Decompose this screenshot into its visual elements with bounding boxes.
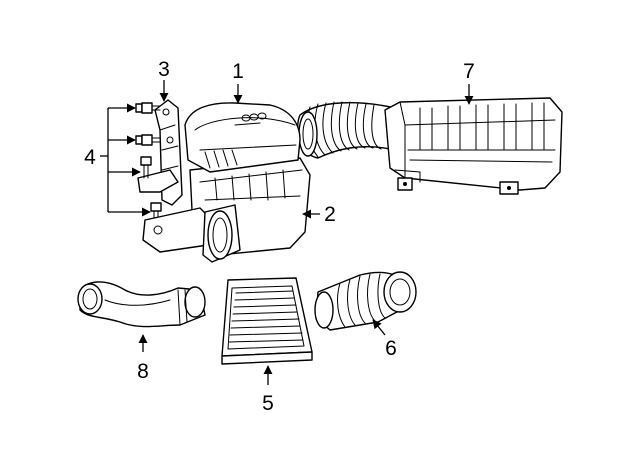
- callout-2: 2: [324, 203, 336, 226]
- part-2-lower-housing: [142, 157, 311, 263]
- part-6-coupler: [314, 271, 417, 331]
- callout-5: 5: [262, 392, 274, 415]
- part-5-air-filter: [221, 277, 313, 365]
- part-4-bolts: [135, 102, 162, 223]
- part-7-intake-resonator: [297, 97, 563, 195]
- bolt-icon: [135, 102, 161, 114]
- callout-6: 6: [385, 337, 397, 360]
- part-1-cover: [184, 102, 301, 173]
- bolt-icon: [140, 156, 152, 179]
- leader-lines: [100, 80, 474, 385]
- callout-8: 8: [137, 360, 149, 383]
- part-3-mounting-bracket: [137, 99, 183, 206]
- callout-3: 3: [158, 58, 170, 81]
- callout-4: 4: [84, 146, 96, 169]
- callout-7: 7: [463, 60, 475, 83]
- callout-1: 1: [232, 60, 244, 83]
- bolt-icon: [135, 134, 161, 146]
- part-8-inlet-duct: [77, 281, 206, 328]
